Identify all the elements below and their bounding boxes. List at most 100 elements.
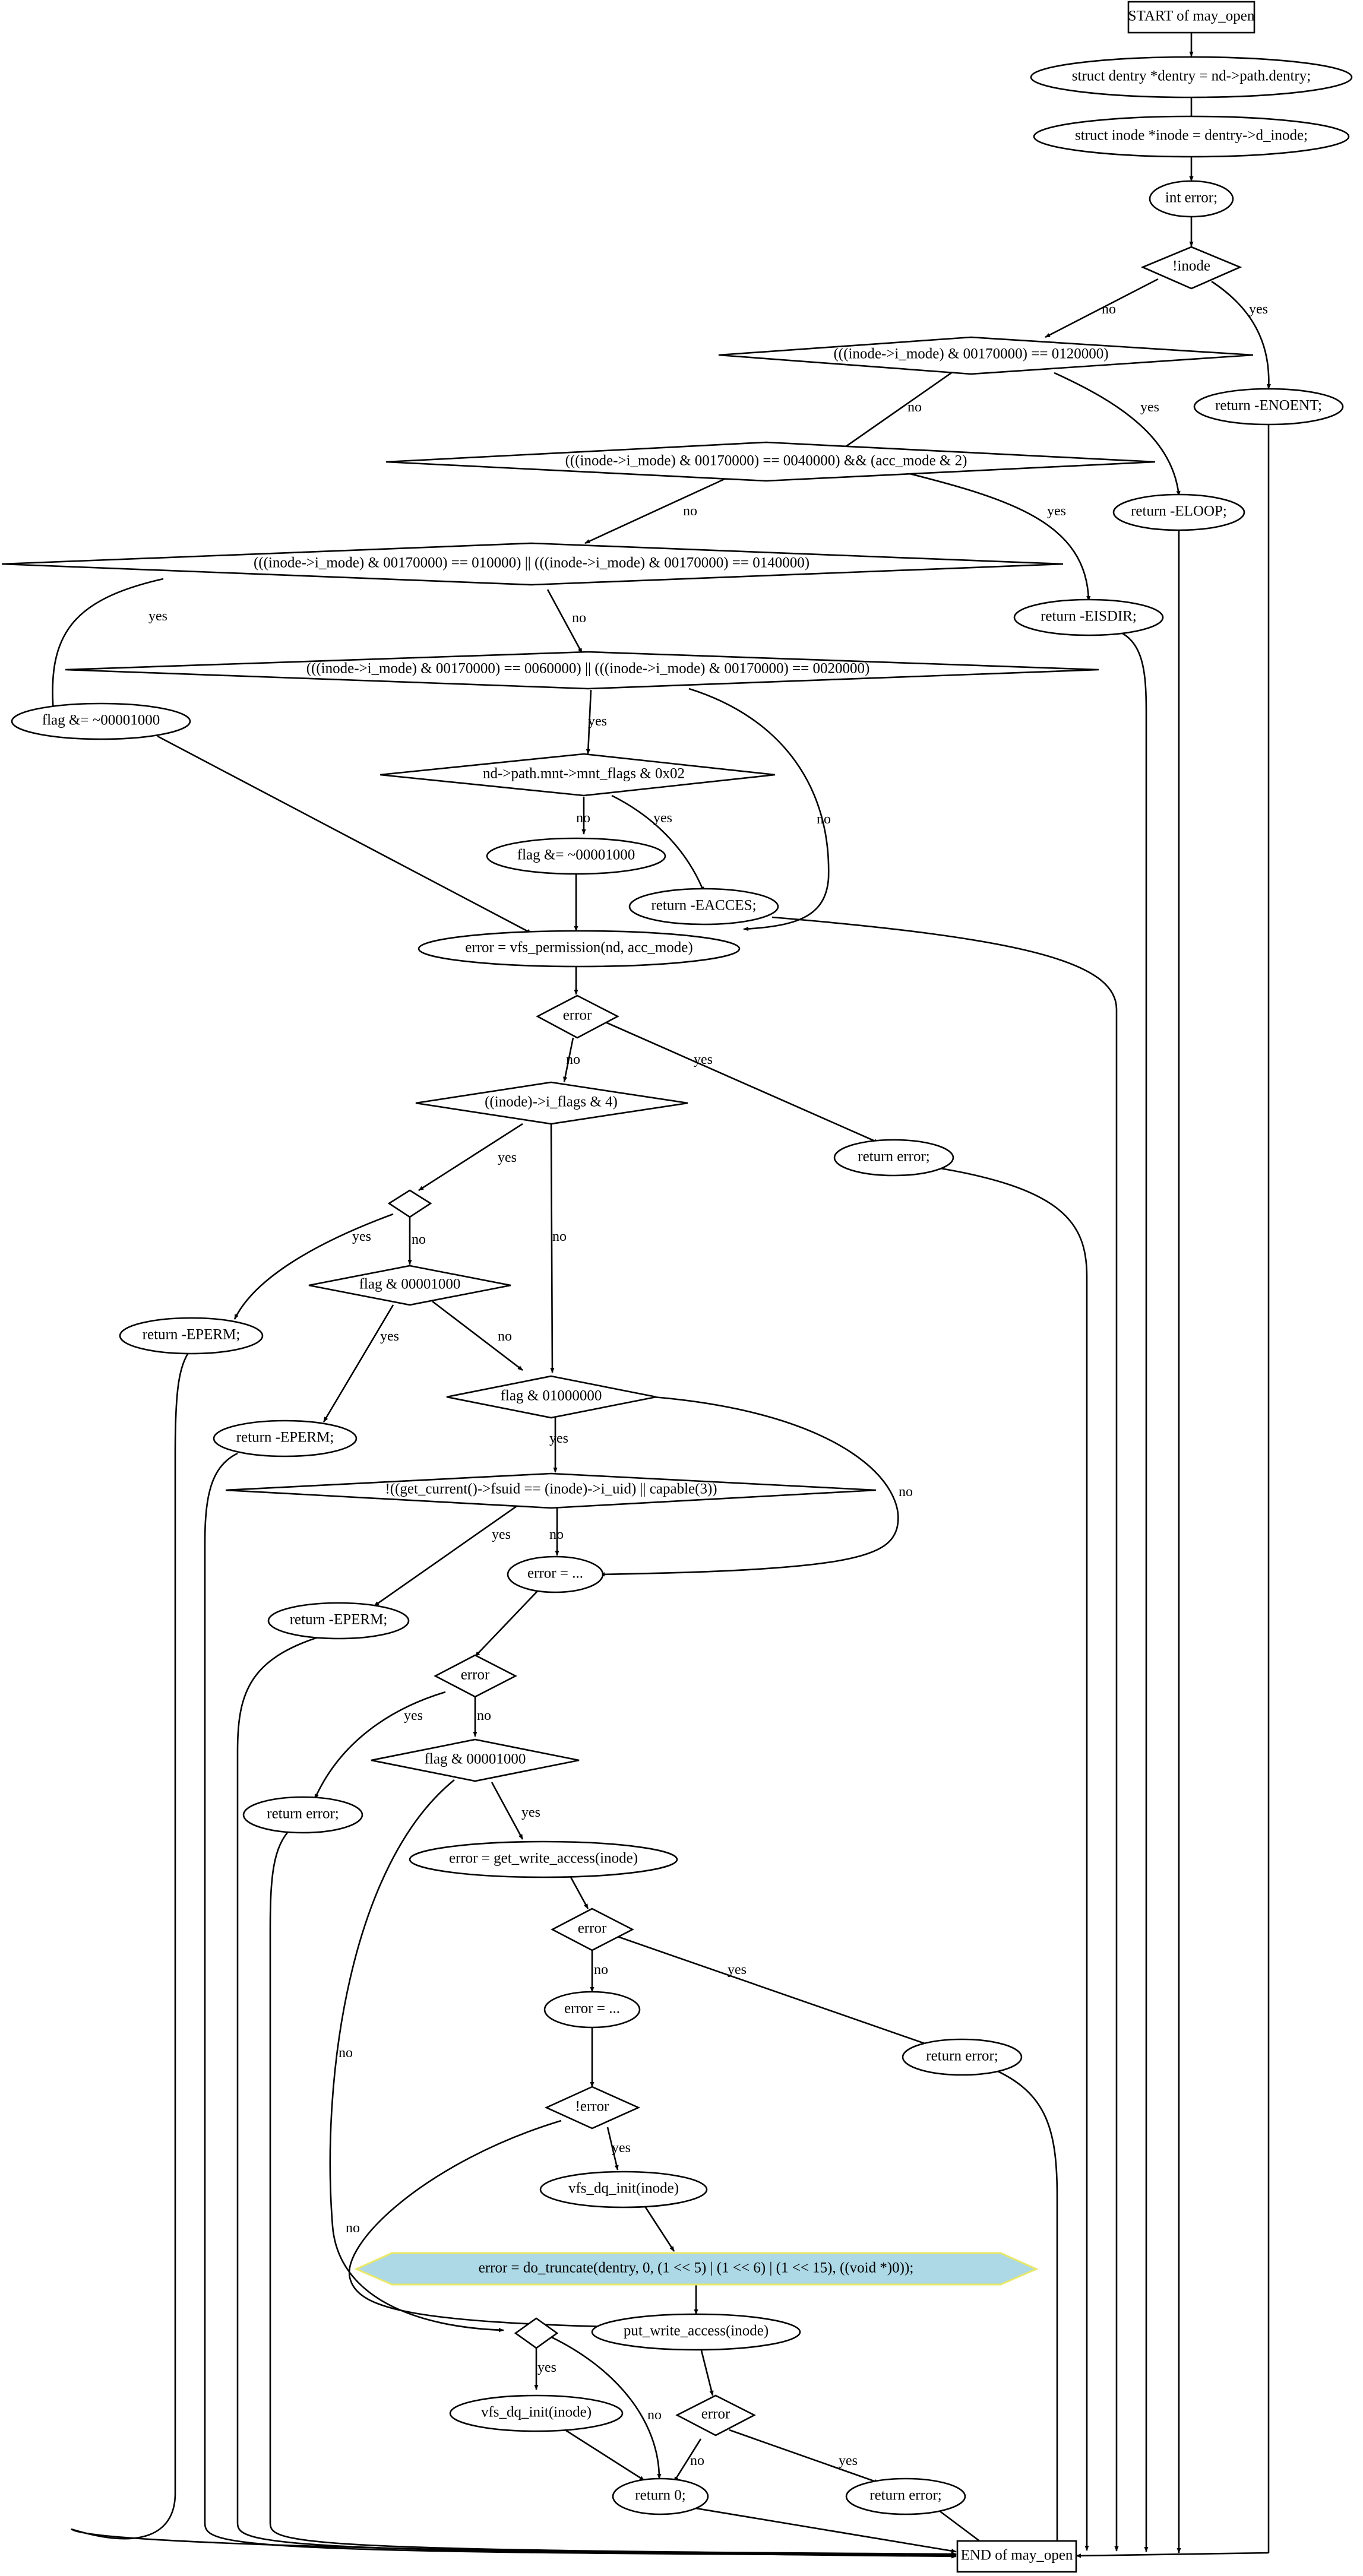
edge-derr4-no (673, 2438, 702, 2482)
edge-diflags-yes (418, 1123, 523, 1192)
edge-label-no: no (498, 1329, 512, 1344)
stmt-inode: struct inode *inode = dentry->d_inode; (1033, 115, 1350, 158)
stmt-int-error-label: int error; (1165, 190, 1217, 206)
stmt-inode-label: struct inode *inode = dentry->d_inode; (1075, 128, 1308, 144)
stmt-vfs-dq-init-2: vfs_dq_init(inode) (449, 2394, 624, 2432)
edge-err4-end (938, 2509, 986, 2547)
start-label: START of may_open (1128, 8, 1255, 24)
edge-label-yes: yes (839, 2453, 858, 2469)
edge-derr2-yes (314, 1691, 446, 1799)
return-eperm-2-label: return -EPERM; (236, 1430, 334, 1446)
edge-label-no: no (566, 1052, 580, 1067)
edge-eperm1-end (71, 1350, 957, 2559)
return-eisdir: return -EISDIR; (1013, 598, 1164, 636)
edge-label-no: no (412, 1232, 426, 1247)
edge-err3-end (985, 2065, 1060, 2551)
edge-label-yes: yes (521, 1805, 540, 1820)
decision-fsuid-check-label: !((get_current()->fsuid == (inode)->i_ui… (385, 1481, 717, 1497)
edge-derr4-yes (729, 2429, 880, 2484)
return-error-4-label: return error; (869, 2488, 941, 2504)
stmt-dentry-label: struct dentry *dentry = nd->path.dentry; (1072, 68, 1311, 84)
edge-dfifo-no (546, 589, 583, 654)
edge-zero-end (671, 2503, 957, 2553)
edge-dblk-no (688, 687, 830, 931)
edge-label-no: no (690, 2453, 704, 2469)
stmt-vfs-permission: error = vfs_permission(nd, acc_mode) (418, 930, 741, 968)
stmt-dentry: struct dentry *dentry = nd->path.dentry; (1030, 56, 1353, 99)
decision-error-4: error (675, 2394, 756, 2436)
edge-pwa-derr4 (700, 2347, 714, 2396)
edge-dempty2-no (549, 2335, 662, 2479)
decision-flag-trunc-2: flag & 00001000 (371, 1738, 580, 1782)
edge-label-yes: yes (404, 1708, 423, 1723)
return-eloop: return -ELOOP; (1112, 493, 1245, 531)
return-eperm-1-label: return -EPERM; (143, 1327, 241, 1343)
edge-label-yes: yes (352, 1229, 371, 1244)
edge-eacces-end (771, 916, 1119, 2552)
decision-mnt-nodev: nd->path.mnt->mnt_flags & 0x02 (380, 753, 776, 797)
edge-label-yes: yes (1047, 503, 1066, 519)
edge-diflags-no (550, 1123, 555, 1373)
decision-flag-trunc-2-label: flag & 00001000 (425, 1751, 526, 1767)
edge-dfsuid-yes (374, 1505, 517, 1607)
edge-eperm3-end (236, 1633, 957, 2557)
decision-error-2-label: error (461, 1667, 490, 1683)
end-label: END of may_open (961, 2548, 1073, 2564)
decision-mnt-nodev-label: nd->path.mnt->mnt_flags & 0x02 (483, 766, 685, 782)
return-eacces: return -EACCES; (628, 888, 779, 926)
decision-i-flags: ((inode)->i_flags & 4) (415, 1081, 688, 1125)
edge-enoent-end-tail (1076, 2552, 1269, 2558)
stmt-error-a: error = ... (507, 1555, 604, 1593)
edge-ddir-yes (902, 471, 1091, 601)
decision-not-inode: !inode (1140, 246, 1242, 290)
return-eperm-3-label: return -EPERM; (290, 1612, 388, 1628)
decision-flag-noatime: flag & 01000000 (446, 1375, 657, 1419)
edge-dq1-trunc (643, 2205, 675, 2252)
decision-i-flags-label: ((inode)->i_flags & 4) (485, 1094, 618, 1110)
edge-dinode-yes (1211, 280, 1272, 389)
edge-label-yes: yes (588, 714, 607, 729)
return-error-2: return error; (242, 1796, 363, 1834)
stmt-get-write-access: error = get_write_access(inode) (409, 1840, 678, 1878)
decision-is-blk-or-chr-label: (((inode->i_mode) & 00170000) == 0060000… (306, 661, 870, 677)
decision-error-3-label: error (578, 1921, 607, 1937)
edge-label-no: no (552, 1229, 567, 1244)
stmt-int-error: int error; (1149, 180, 1234, 218)
decision-not-error-label: !error (575, 2099, 610, 2115)
stmt-get-write-access-label: error = get_write_access(inode) (449, 1851, 638, 1867)
return-error-1-label: return error; (858, 1149, 929, 1165)
return-eacces-label: return -EACCES; (651, 898, 756, 914)
edge-label-no: no (549, 1527, 564, 1542)
stmt-clear-flag-2-label: flag &= ~00001000 (517, 847, 635, 863)
return-error-3-label: return error; (926, 2048, 998, 2064)
edge-label-yes: yes (653, 810, 672, 826)
return-eisdir-label: return -EISDIR; (1041, 609, 1137, 625)
return-eperm-1: return -EPERM; (119, 1317, 264, 1355)
stmt-vfs-permission-label: error = vfs_permission(nd, acc_mode) (465, 940, 692, 956)
stmt-error-b: error = ... (543, 1991, 641, 2029)
start-node: START of may_open (1127, 1, 1256, 34)
edge-dlnk-yes (1054, 372, 1181, 496)
edge-label-yes: yes (380, 1329, 399, 1344)
edge-label-no: no (907, 400, 922, 415)
stmt-error-a-label: error = ... (527, 1566, 583, 1582)
decision-error-1-label: error (563, 1007, 592, 1024)
edges: no yes no yes no yes yes no yes no no ye… (50, 33, 1272, 2559)
edge-dflag3-no (432, 1300, 523, 1371)
return-error-1: return error; (833, 1139, 954, 1177)
edge-dflag4-no (599, 1396, 899, 1577)
return-error-2-label: return error; (267, 1806, 339, 1822)
edge-label-no: no (572, 610, 586, 626)
stmt-put-write-access: put_write_access(inode) (591, 2313, 801, 2351)
edge-dflag5-yes (491, 1782, 524, 1840)
decision-fsuid-check: !((get_current()->fsuid == (inode)->i_ui… (225, 1472, 877, 1509)
decision-error-3: error (551, 1908, 634, 1951)
edge-dflag3-yes (322, 1304, 394, 1422)
stmt-error-b-label: error = ... (564, 2001, 620, 2017)
decision-error-4-label: error (701, 2406, 730, 2422)
edge-label-yes: yes (728, 1962, 747, 1978)
decision-is-link-label: (((inode->i_mode) & 00170000) == 0120000… (833, 346, 1108, 362)
edge-err2-end (269, 1828, 957, 2556)
